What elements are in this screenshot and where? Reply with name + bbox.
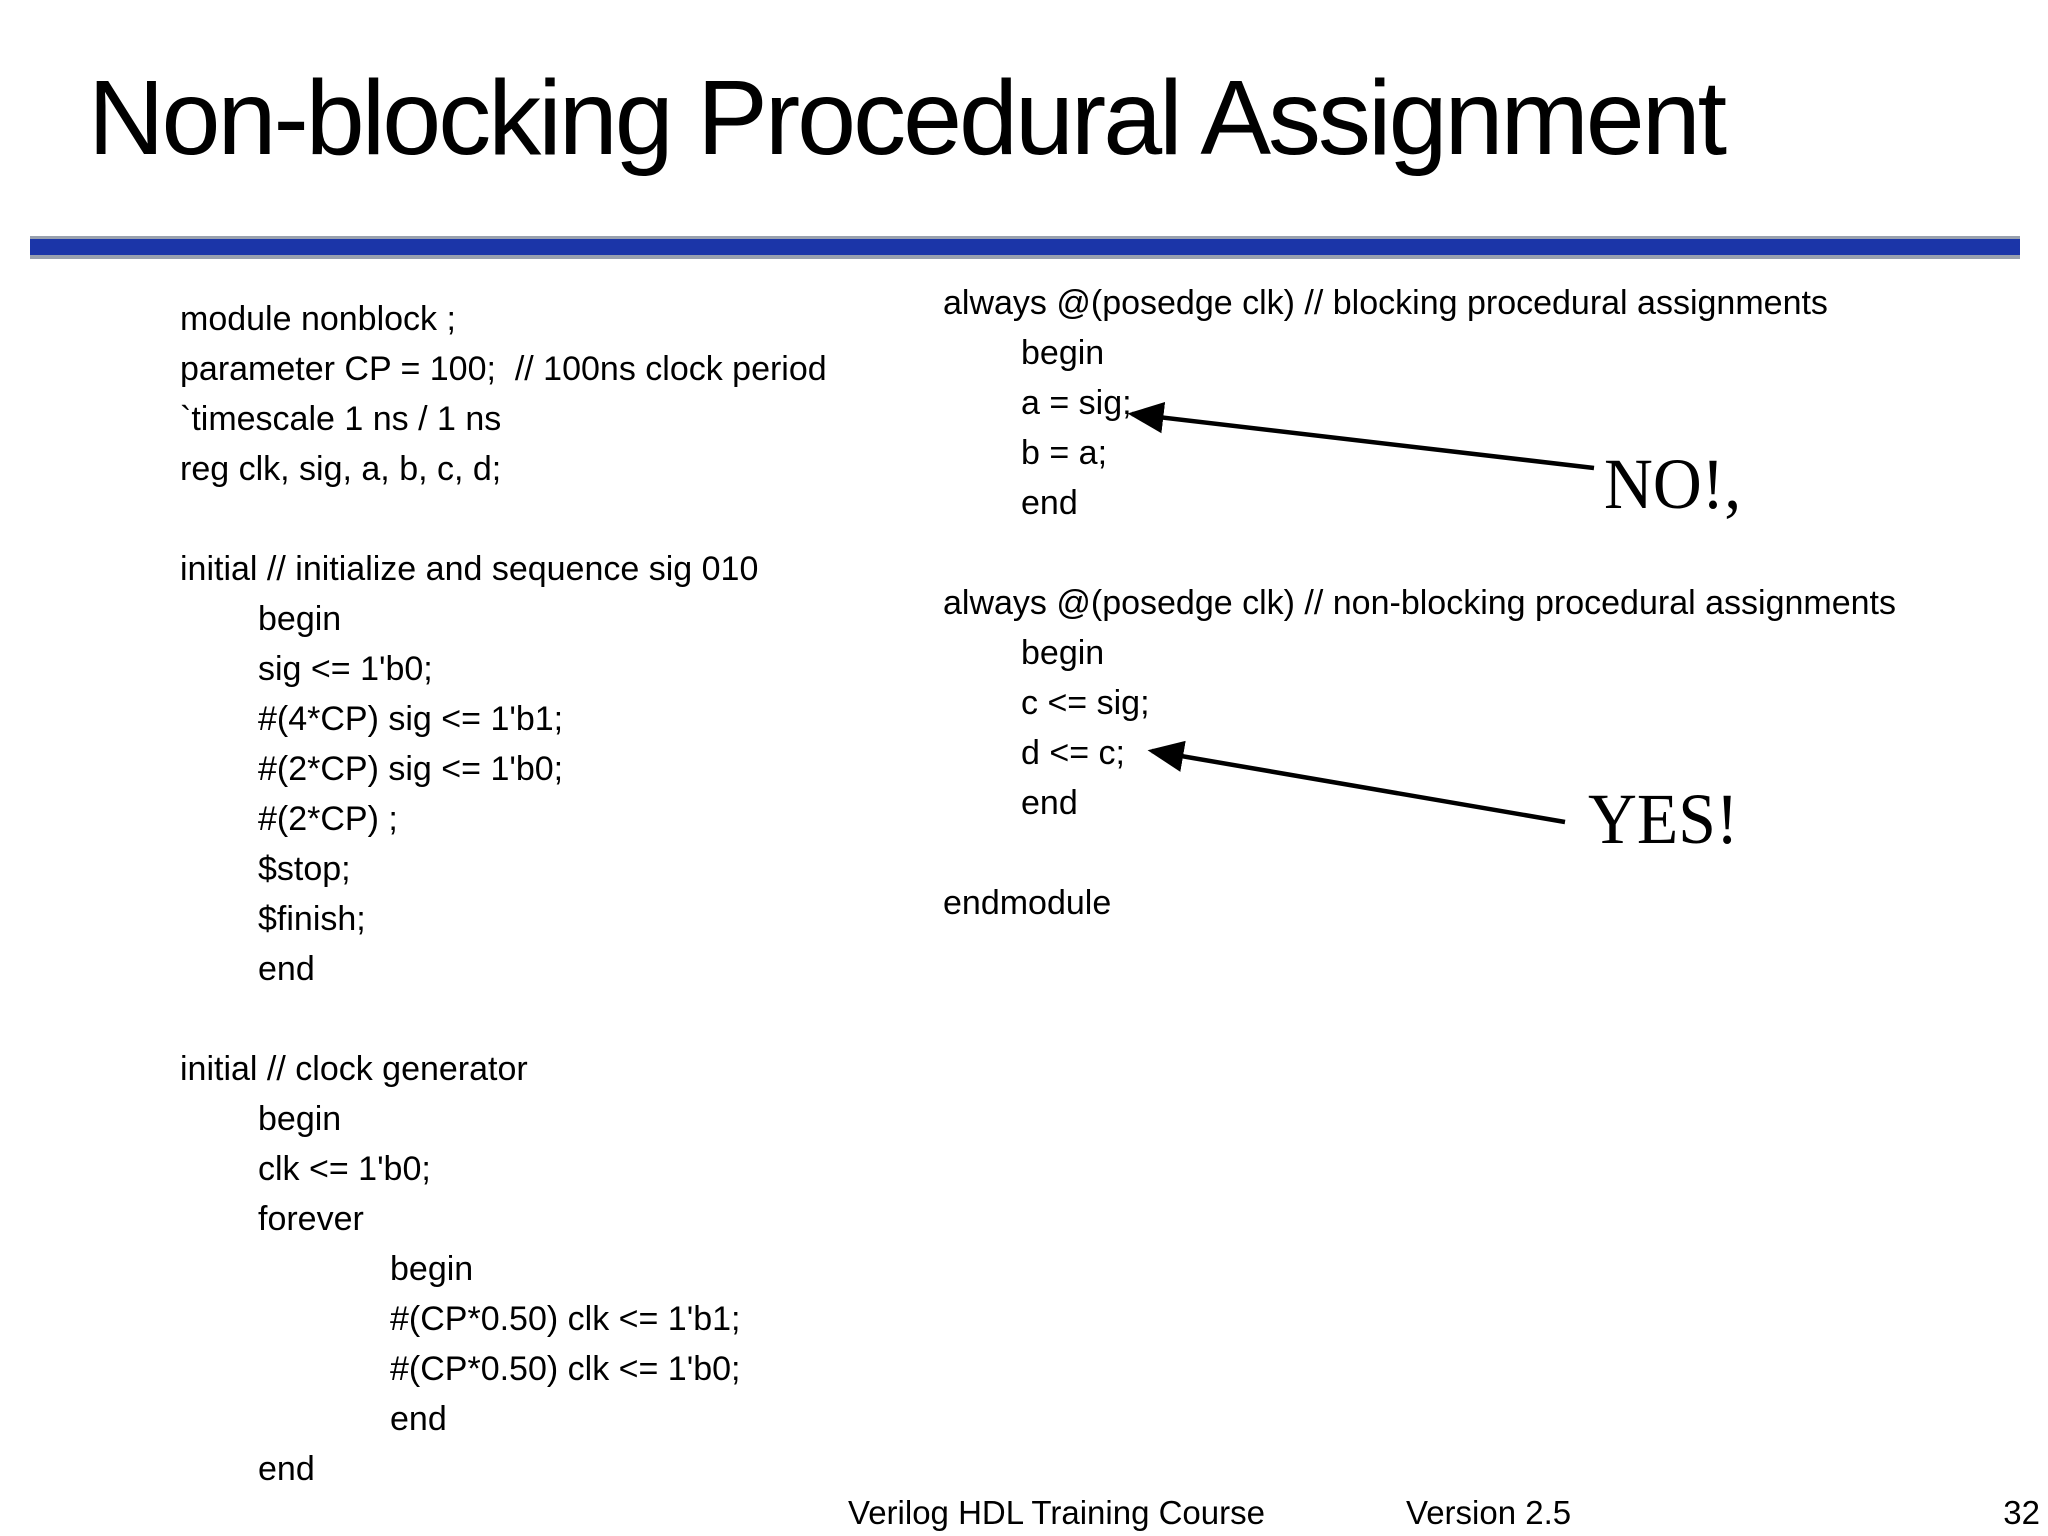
footer-course-title: Verilog HDL Training Course <box>848 1494 1265 1531</box>
code-line: #(2*CP) ; <box>258 800 398 838</box>
code-line: begin <box>258 1100 342 1138</box>
footer-version: Version 2.5 <box>1406 1494 1572 1531</box>
code-line: end <box>1021 484 1078 522</box>
code-line: end <box>258 1450 315 1488</box>
code-line: begin <box>1021 334 1105 372</box>
code-line: module nonblock ; <box>180 300 456 338</box>
footer: Verilog HDL Training Course Version 2.5 … <box>0 1494 2048 1536</box>
code-line: forever <box>258 1200 364 1238</box>
no-callout-label: NO!, <box>1604 444 1742 524</box>
code-line: c <= sig; <box>1021 684 1150 722</box>
code-line: begin <box>258 600 342 638</box>
code-line: parameter CP = 100; // 100ns clock perio… <box>180 350 827 388</box>
code-line: always @(posedge clk) // non-blocking pr… <box>943 584 1896 622</box>
title-divider-rule <box>30 236 2020 259</box>
code-line: endmodule <box>943 884 1112 922</box>
code-line: reg clk, sig, a, b, c, d; <box>180 450 502 488</box>
code-line: initial // clock generator <box>180 1050 528 1088</box>
code-line: b = a; <box>1021 434 1108 472</box>
code-line-blank <box>943 828 1896 878</box>
code-line: d <= c; <box>1021 734 1125 772</box>
footer-page-number: 32 <box>2003 1494 2040 1531</box>
code-line-blank <box>943 528 1896 578</box>
code-line: sig <= 1'b0; <box>258 650 433 688</box>
code-line: #(4*CP) sig <= 1'b1; <box>258 700 564 738</box>
code-line: begin <box>1021 634 1105 672</box>
code-line-blank <box>180 494 827 544</box>
code-line: #(CP*0.50) clk <= 1'b0; <box>390 1350 741 1388</box>
code-line: begin <box>390 1250 474 1288</box>
code-line: always @(posedge clk) // blocking proced… <box>943 284 1828 322</box>
code-block-right: always @(posedge clk) // blocking proced… <box>943 278 1896 928</box>
code-line: `timescale 1 ns / 1 ns <box>180 400 502 438</box>
code-line-blank <box>180 994 827 1044</box>
code-line: initial // initialize and sequence sig 0… <box>180 550 759 588</box>
code-line: a = sig; <box>1021 384 1132 422</box>
yes-callout-label: YES! <box>1588 779 1739 859</box>
code-line: end <box>1021 784 1078 822</box>
code-line: $stop; <box>258 850 351 888</box>
code-line: end <box>390 1400 447 1438</box>
code-line: end <box>258 950 315 988</box>
code-line: $finish; <box>258 900 366 938</box>
code-block-left: module nonblock ; parameter CP = 100; //… <box>180 294 827 1494</box>
code-line: clk <= 1'b0; <box>258 1150 431 1188</box>
page-title: Non-blocking Procedural Assignment <box>88 59 1727 177</box>
code-line: #(2*CP) sig <= 1'b0; <box>258 750 564 788</box>
code-line: #(CP*0.50) clk <= 1'b1; <box>390 1300 741 1338</box>
